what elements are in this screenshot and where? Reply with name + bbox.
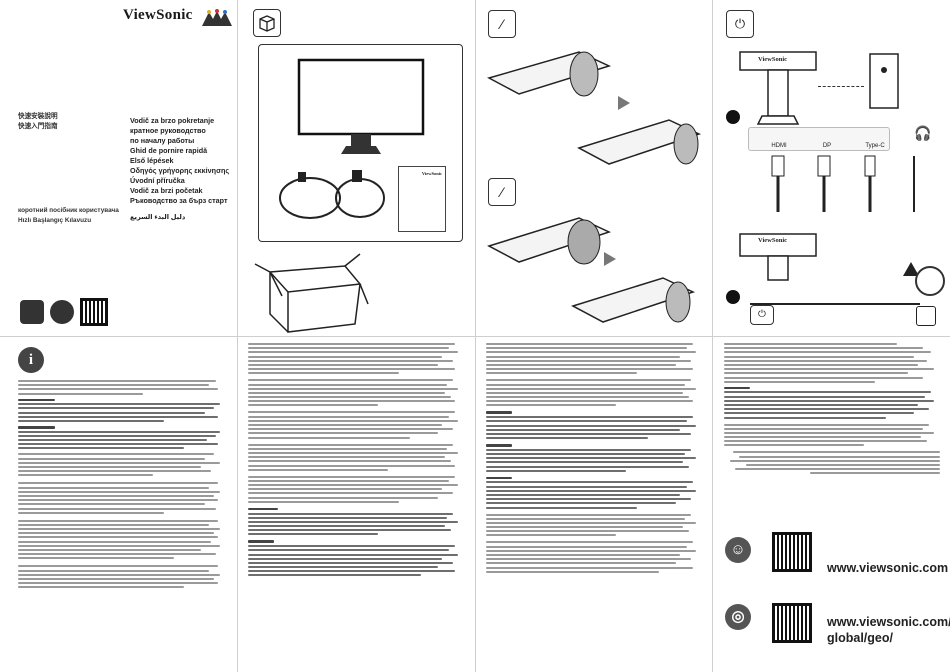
guide-title-tr: Hızlı Başlangıç Kılavuzu [18,217,92,224]
port-dot [726,110,740,124]
global-website-url-line1[interactable]: www.viewsonic.com/ [827,615,950,629]
stand-step-2 [577,119,702,165]
brand-birds-icon [202,9,232,26]
safety-text-left [18,380,226,591]
brand-logo-text: ViewSonic [123,7,193,23]
support-icon: ☺ [725,537,751,563]
guide-title-sr: Vodič za brzi početak [130,186,203,195]
power-inlet-icon: ⏻ [750,305,774,325]
arrow-icon [604,252,616,266]
typec-port-label: Type-C [865,143,885,149]
monitor-back-illustration [739,51,817,125]
guide-title-cs: Úvodní příručka [130,176,185,185]
safety-text-col3 [486,343,702,575]
cloud-download-icon [50,300,74,324]
guide-title-bg: Ръководство за бърз старт [130,196,228,205]
qr-code-global [772,603,812,643]
headphones-icon: 🎧 [914,125,932,141]
monitor-illustration [297,58,425,154]
hdmi-port-label: HDMI [771,143,787,149]
port-panel [748,127,890,151]
warning-icon [903,262,919,276]
cable-set [771,155,915,212]
globe-icon: ◎ [725,604,751,630]
guide-title-hr: Vodič za brzo pokretanje [130,116,215,125]
stand-step-4 [571,277,696,323]
monitor-brand-2: ViewSonic [758,237,788,244]
cable-illustration [279,172,341,219]
qr-code-support [772,532,812,572]
power-dot [726,290,740,304]
stand-step-1 [487,51,612,97]
open-box-illustration [254,253,369,333]
pc-icon [869,53,899,109]
monitor-brand: ViewSonic [758,56,788,63]
quick-start-card: ViewSonic [398,166,446,232]
package-icon [253,9,281,37]
plug-icon: ⏻ [726,10,754,38]
power-cable [750,303,920,319]
wall-plug-icon [916,306,936,326]
guide-title-uk: коротний посібник користувача [18,207,119,214]
box-outline [258,44,463,242]
section-divider [0,336,950,337]
guide-title-hu: Első lépések [130,156,174,165]
guide-title-zh-tw: 快速安裝說明 [18,113,58,120]
screwdriver-icon: ⁄ [488,10,516,38]
safety-text-col4 [724,343,940,477]
guide-title-ro: Ghid de pornire rapidă [130,146,208,155]
arrow-icon [618,96,630,110]
guide-title-ru-1: кратное руководство [130,126,206,135]
stand-step-3 [487,217,612,265]
guide-title-ar: دليل البدء السريع [130,214,186,221]
book-icon [20,300,44,324]
dashed-link [818,86,864,87]
guide-title-el: Οδηγός γρήγορης εκκίνησης [130,166,230,175]
safety-text-col2 [248,343,464,579]
dp-port-label: DP [822,143,832,149]
website-url[interactable]: www.viewsonic.com [827,561,949,575]
qr-code [80,298,108,326]
monitor-front-illustration [739,233,817,281]
power-switch-icon [915,266,945,296]
guide-title-ru-2: по началу работы [130,136,195,145]
hdmi-cable-illustration [335,170,385,218]
guide-title-zh-cn: 快速入門指南 [18,123,58,130]
card-brand: ViewSonic [421,171,442,176]
global-website-url-line2[interactable]: global/geo/ [827,631,893,645]
screwdriver-icon: ⁄ [488,178,516,206]
info-icon: i [18,347,44,373]
